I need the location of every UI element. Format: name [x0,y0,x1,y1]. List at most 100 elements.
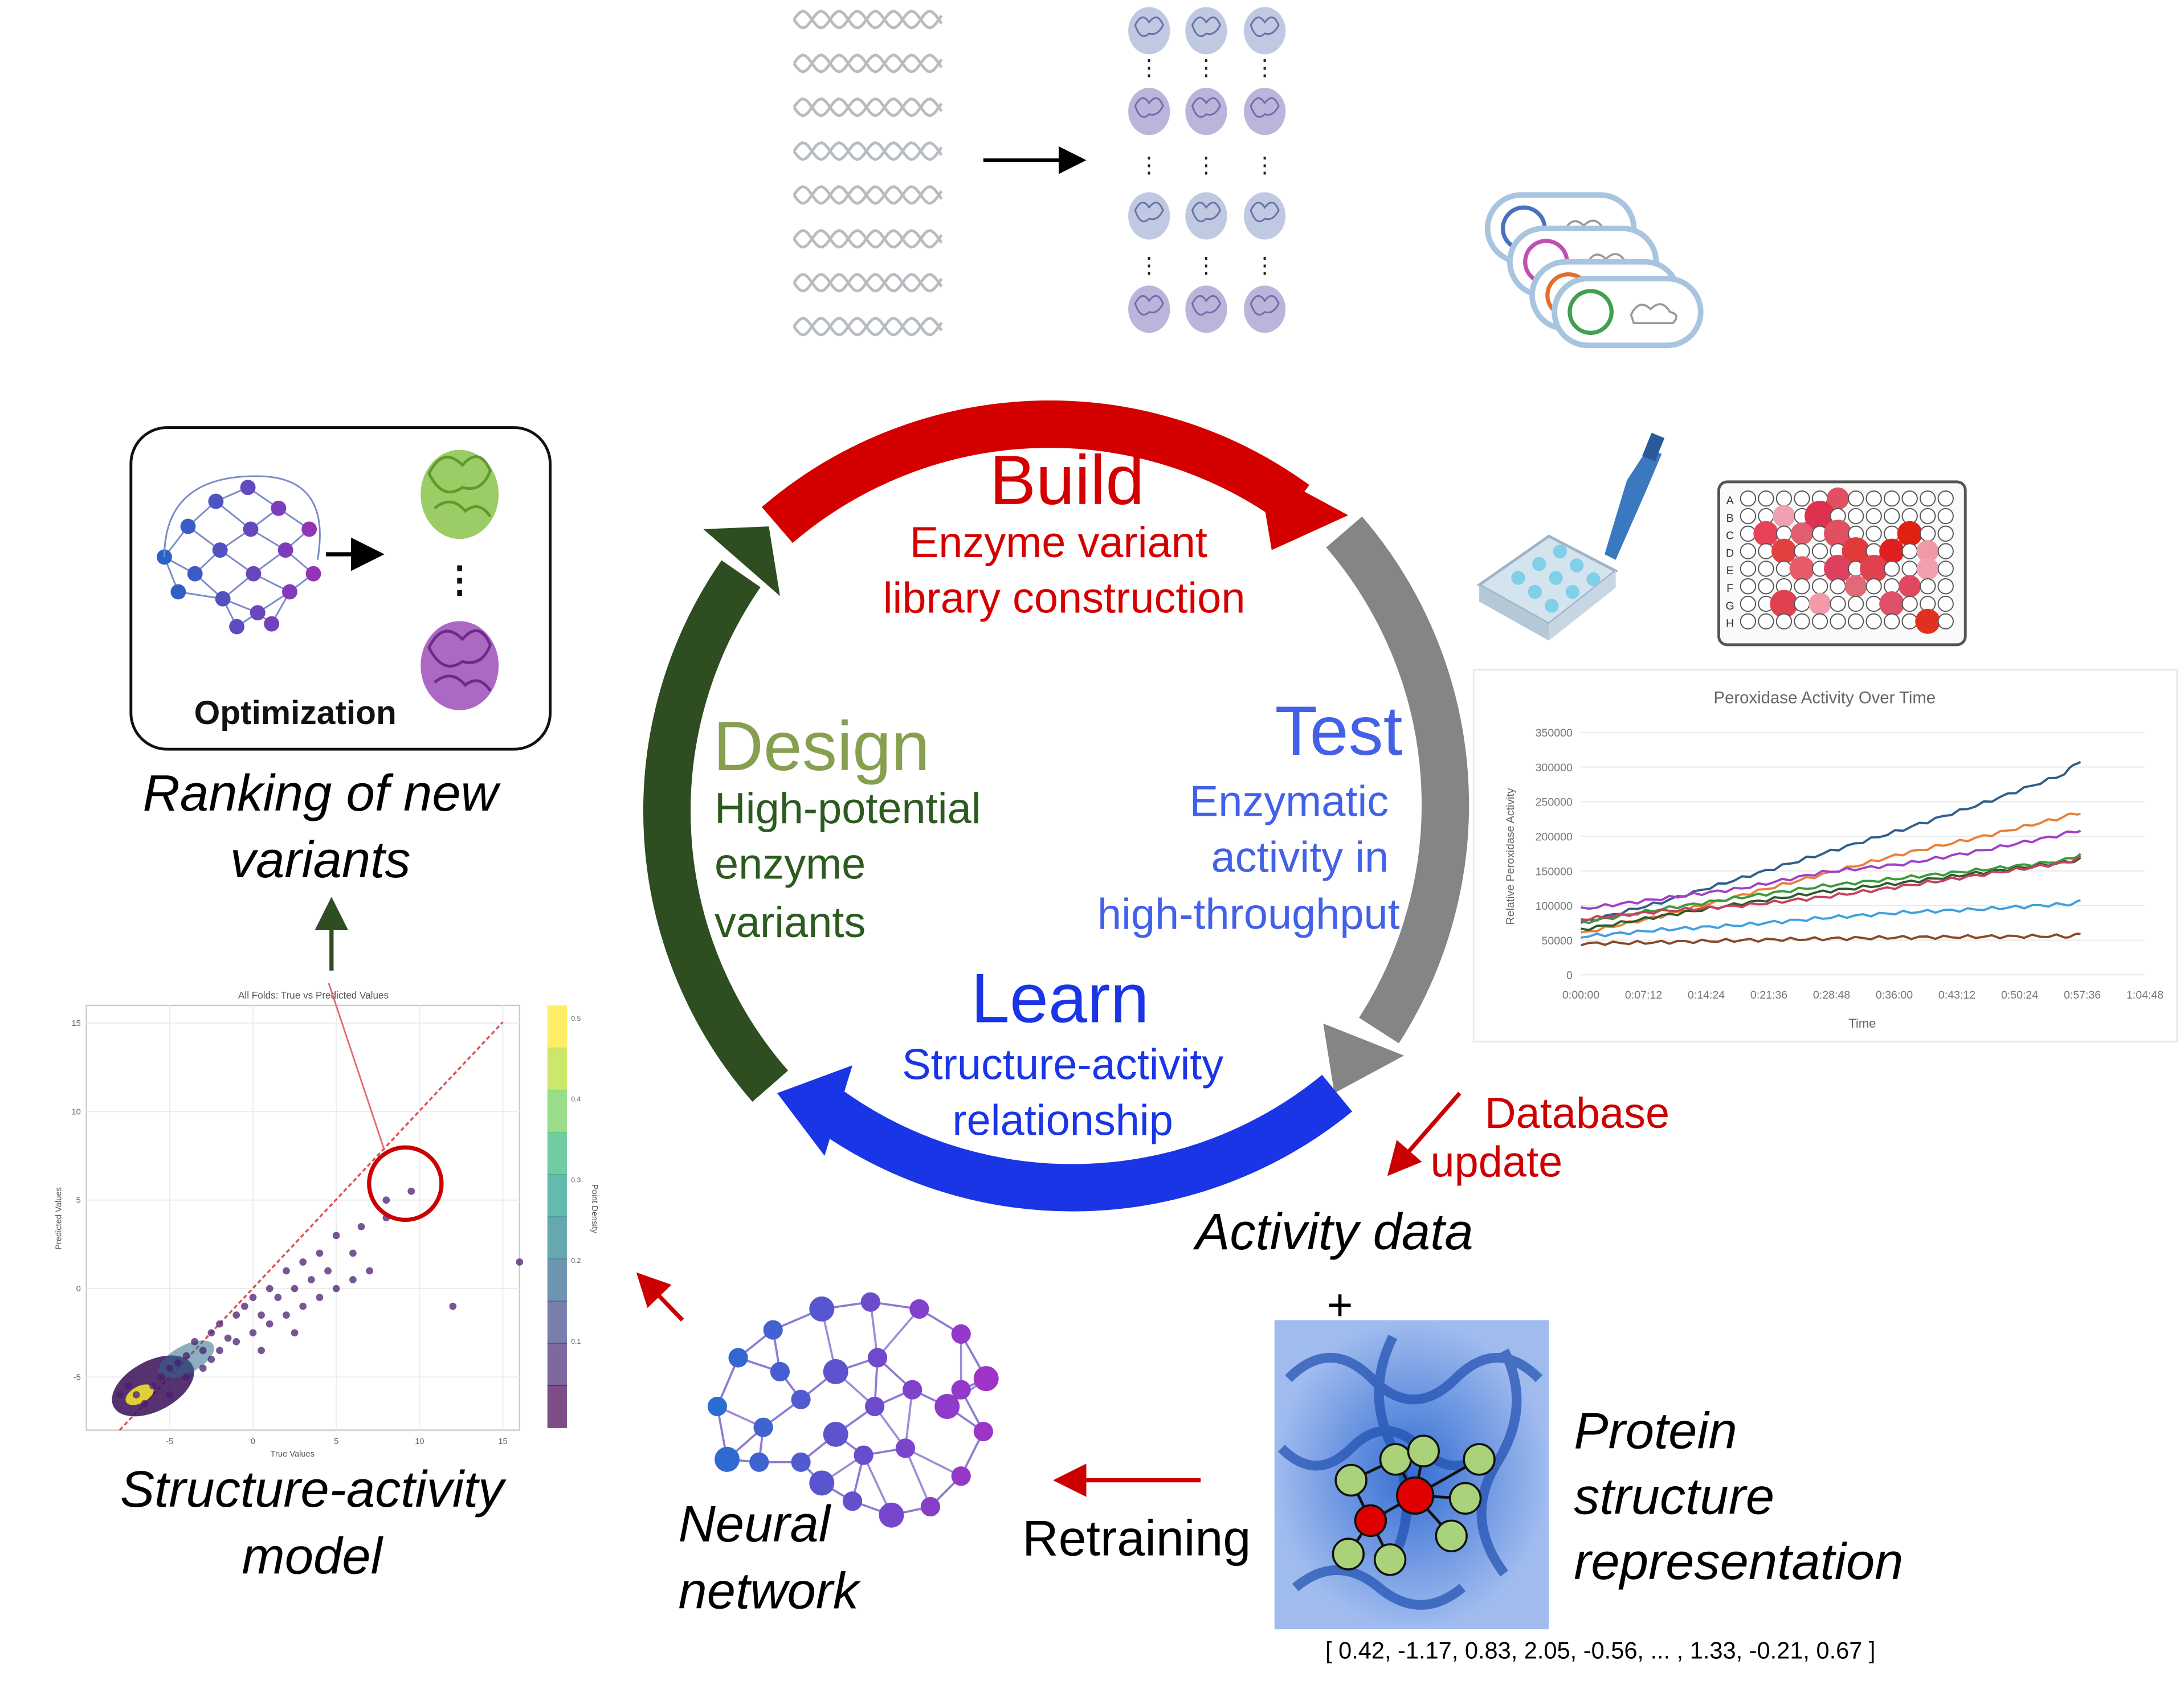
dna-helix-icon [793,54,943,73]
ellipsis-icon: ⋮ [1254,153,1276,178]
learn-desc-line2: relationship [952,1096,1173,1144]
network-node [809,1296,835,1322]
scatter-point [366,1267,373,1275]
plate-well [1758,490,1774,507]
network-node [212,542,228,558]
colorbar-segment [547,1132,567,1175]
network-node [860,1292,880,1312]
scatter-point [258,1347,265,1355]
plate-well [1920,508,1936,525]
chart-x-tick: 0:36:00 [1876,989,1913,1001]
protein-caption-line1: Protein [1574,1402,1737,1459]
plate-well [1830,613,1846,629]
network-edge [904,1447,932,1507]
plate-row-label: D [1726,547,1734,559]
plate-well-active [1789,556,1815,582]
network-node [879,1502,904,1528]
scatter-point [182,1352,190,1360]
plate-well [1830,578,1846,595]
svg-text:⋮: ⋮ [442,559,478,600]
protein-icon-fold [1191,17,1222,38]
sar-model-caption-line2: model [242,1527,383,1585]
scatter-point [324,1267,332,1275]
plate-well [1794,613,1810,629]
protein-icon-fold [1191,202,1222,223]
plate-well-active [1916,540,1939,563]
plate-well [1758,561,1774,577]
plate-row-label: G [1725,600,1734,612]
plate-row-label: E [1726,565,1734,577]
network-node [934,1394,960,1420]
plate-well [1937,595,1954,612]
plate-well-active [1773,505,1795,527]
brain-outline [163,475,321,561]
plate-well [1865,490,1882,507]
network-node [208,493,224,509]
plate-well-active [1860,554,1888,583]
network-node [749,1452,769,1472]
design-title: Design [713,707,930,785]
network-node [920,1496,941,1517]
optimization-panel: ⋮ Optimization [129,426,552,751]
plate-well [1740,490,1757,507]
colorbar-segment [547,1385,567,1428]
plate-well-active [1753,521,1779,546]
scatter-point [207,1355,215,1363]
scatter-point [382,1196,390,1204]
protein-icon-fold [1134,295,1164,316]
network-node [791,1452,811,1472]
network-node [277,542,293,558]
plate-well-active [1771,538,1797,564]
scatter-point [332,1285,340,1293]
network-node [951,1380,971,1400]
activity-data-label: Activity data [1193,1203,1473,1261]
scatter-y-tick: 0 [76,1285,81,1294]
chart-y-tick: 300000 [1536,762,1573,774]
dna-helix-icon [793,10,943,30]
neural-network-icon [707,1292,999,1528]
scatter-point [283,1311,290,1319]
plate-row-label: B [1726,512,1734,525]
scatter-point [291,1285,299,1293]
ellipsis-icon: ⋮ [1138,153,1160,178]
nn-to-model-arrow [636,1272,684,1322]
protein-icon [1185,192,1227,240]
plate-well [1740,561,1757,577]
protein-icon [1128,88,1170,136]
plus-sign: + [1327,1279,1353,1330]
colorbar-tick: 0.1 [571,1338,581,1345]
plate-well [1830,595,1846,612]
colorbar-segment [547,1258,567,1302]
network-node [951,1324,971,1344]
plate-row-label: H [1726,617,1734,630]
highlight-circle [367,1145,444,1222]
network-node [867,1348,888,1368]
ellipsis-icon: ⋮ [1254,56,1276,80]
protein-icon-fold [1134,17,1164,38]
network-node [903,1380,922,1400]
plate-well [1775,490,1793,507]
network-node [240,480,256,496]
network-node [770,1361,790,1382]
colorbar-tick: 0.4 [571,1095,581,1103]
chart-y-tick: 350000 [1536,727,1573,739]
chart-x-label: Time [1848,1016,1876,1030]
chart-x-tick: 0:50:24 [2001,989,2038,1001]
build-arrowhead [1258,466,1349,550]
ellipsis-icon: ⋮ [1195,253,1217,278]
protein-icon [1128,192,1170,240]
scatter-point [166,1364,174,1372]
plate-well-active [1842,537,1870,566]
scatter-x-tick: 5 [334,1437,338,1446]
scatter-point [132,1391,140,1398]
plate-well [1883,561,1900,577]
network-node [229,619,245,635]
network-node [823,1359,848,1384]
protein-icon-fold [1191,97,1222,118]
protein-icon-fold [1134,202,1164,223]
protein-icon [1185,88,1227,136]
ellipsis-icon: ⋮ [1138,253,1160,278]
colorbar-segment [547,1090,567,1133]
scatter-title: All Folds: True vs Predicted Values [238,990,389,1001]
plate-well [1811,613,1828,629]
